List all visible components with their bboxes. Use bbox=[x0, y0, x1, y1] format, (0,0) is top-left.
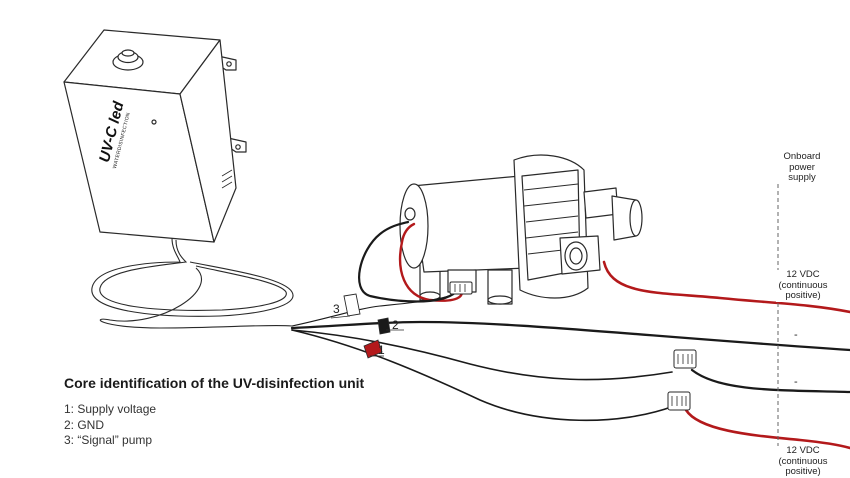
onboard-line-1: Onboard bbox=[783, 151, 821, 162]
uv-c-unit bbox=[63, 29, 247, 243]
legend-list: 1: Supply voltage 2: GND 3: “Signal” pum… bbox=[64, 402, 156, 449]
core-number-3: 3 bbox=[333, 302, 340, 316]
lower-minus-label: - bbox=[794, 376, 798, 388]
upper-minus-label: - bbox=[794, 329, 798, 341]
onboard-power-supply-label: Onboard power supply bbox=[776, 151, 828, 184]
legend-item-supply-voltage: 1: Supply voltage bbox=[64, 402, 157, 416]
core-tag-2 bbox=[377, 317, 391, 335]
top-supply-line-1: 12 VDC bbox=[786, 269, 820, 280]
onboard-line-3: supply bbox=[788, 172, 816, 183]
legend-item-signal-pump: 3: “Signal” pump bbox=[64, 433, 153, 447]
core-number-2: 2 bbox=[392, 318, 399, 332]
connectors bbox=[449, 281, 697, 411]
core-tag-1 bbox=[363, 339, 383, 359]
bottom-supply-line-1: 12 VDC bbox=[786, 445, 820, 456]
uv-unit-cable bbox=[91, 237, 294, 329]
bottom-supply-voltage-label: 12 VDC (continuous positive) bbox=[776, 445, 830, 478]
bottom-supply-line-2: (continuous bbox=[778, 455, 828, 467]
core-tag-3 bbox=[343, 293, 361, 317]
legend-item-gnd: 2: GND bbox=[64, 417, 105, 432]
legend-title: Core identification of the UV-disinfecti… bbox=[64, 375, 365, 391]
pump bbox=[399, 154, 643, 305]
core-number-1: 1 bbox=[378, 343, 385, 357]
top-supply-voltage-label: 12 VDC (continuous positive) bbox=[776, 269, 830, 302]
lower-positive-wire bbox=[684, 408, 850, 450]
top-supply-line-3: positive) bbox=[785, 290, 821, 301]
wires bbox=[290, 220, 850, 450]
onboard-line-2: power bbox=[789, 161, 815, 173]
pump-positive-wire bbox=[602, 260, 850, 314]
bottom-supply-line-3: positive) bbox=[785, 466, 821, 477]
core-tags bbox=[330, 293, 404, 359]
top-supply-line-2: (continuous bbox=[778, 279, 828, 291]
